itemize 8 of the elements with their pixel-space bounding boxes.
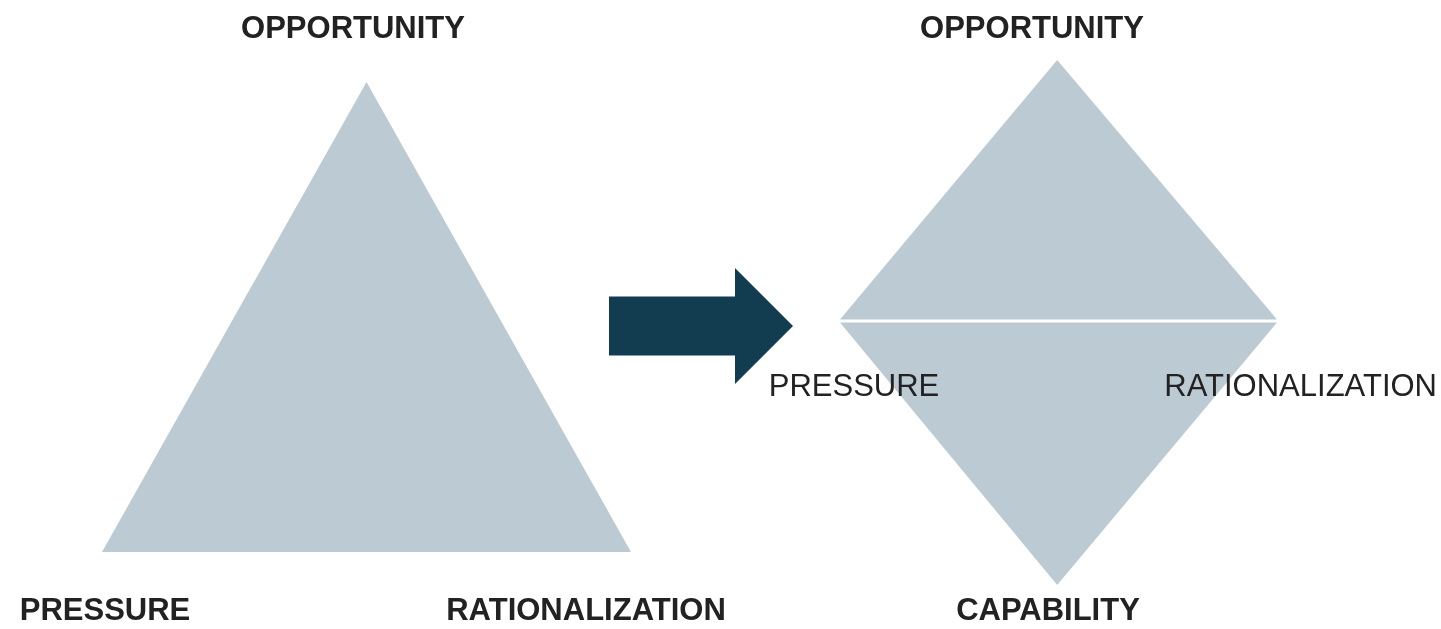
- corner-label: RATIONALIZATION: [1164, 368, 1437, 404]
- corner-label: PRESSURE: [19, 592, 191, 628]
- corner-label: OPPORTUNITY: [920, 10, 1144, 46]
- corner-label: RATIONALIZATION: [446, 592, 726, 628]
- corner-label: PRESSURE: [768, 368, 940, 404]
- corner-label: CAPABILITY: [956, 592, 1140, 628]
- arrow: [609, 268, 793, 384]
- corner-label: OPPORTUNITY: [241, 10, 465, 46]
